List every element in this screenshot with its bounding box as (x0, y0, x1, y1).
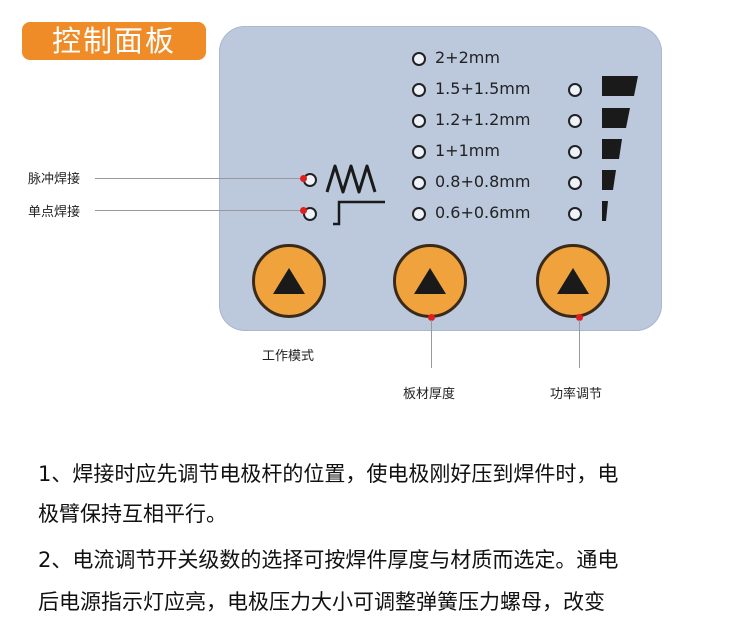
pulse-callout-dot (300, 175, 307, 182)
pulse-weld-label: 脉冲焊接 (28, 172, 81, 187)
power-level-4-icon (602, 108, 630, 128)
power-indicator-5 (568, 83, 582, 97)
pulse-callout-line (95, 178, 302, 179)
thickness-option-3: 1.2+1.2mm (435, 110, 531, 129)
work-mode-button[interactable] (252, 244, 326, 318)
thickness-button[interactable] (393, 244, 467, 318)
thickness-callout-dot (428, 314, 435, 321)
power-indicator-3 (568, 145, 582, 159)
triangle-up-icon (273, 268, 305, 294)
power-level-5-icon (602, 76, 638, 96)
triangle-up-icon (557, 268, 589, 294)
spot-callout-dot (300, 207, 307, 214)
power-indicator-4 (568, 114, 582, 128)
spot-weld-label: 单点焊接 (28, 205, 81, 220)
power-callout-dot (576, 314, 583, 321)
thickness-indicator-6 (412, 207, 426, 221)
thickness-option-6: 0.6+0.6mm (435, 203, 531, 222)
work-mode-label: 工作模式 (262, 349, 315, 364)
pulse-wave-icon (325, 164, 377, 194)
thickness-option-2: 1.5+1.5mm (435, 79, 531, 98)
thickness-indicator-3 (412, 114, 426, 128)
thickness-option-1: 2+2mm (435, 48, 500, 67)
description-line-3: 2、电流调节开关级数的选择可按焊件厚度与材质而选定。通电 (38, 548, 619, 572)
power-label: 功率调节 (550, 387, 603, 402)
thickness-indicator-4 (412, 145, 426, 159)
thickness-option-5: 0.8+0.8mm (435, 172, 531, 191)
power-indicator-2 (568, 176, 582, 190)
thickness-indicator-2 (412, 83, 426, 97)
description-line-4: 后电源指示灯应亮，电极压力大小可调整弹簧压力螺母，改变 (38, 590, 605, 614)
description-line-2: 极臂保持互相平行。 (38, 502, 227, 526)
thickness-option-4: 1+1mm (435, 141, 500, 160)
thickness-callout-line (431, 320, 432, 368)
spot-callout-line (95, 210, 302, 211)
spot-pulse-icon (333, 200, 385, 226)
power-level-3-icon (602, 139, 622, 159)
description-line-1: 1、焊接时应先调节电极杆的位置，使电极刚好压到焊件时，电 (38, 462, 619, 486)
power-indicator-1 (568, 207, 582, 221)
panel-title: 控制面板 (22, 22, 206, 60)
power-level-2-icon (602, 170, 616, 190)
thickness-label: 板材厚度 (403, 387, 456, 402)
power-button[interactable] (536, 244, 610, 318)
power-level-1-icon (602, 201, 608, 221)
thickness-indicator-5 (412, 176, 426, 190)
triangle-up-icon (414, 268, 446, 294)
power-callout-line (579, 320, 580, 368)
thickness-indicator-1 (412, 52, 426, 66)
